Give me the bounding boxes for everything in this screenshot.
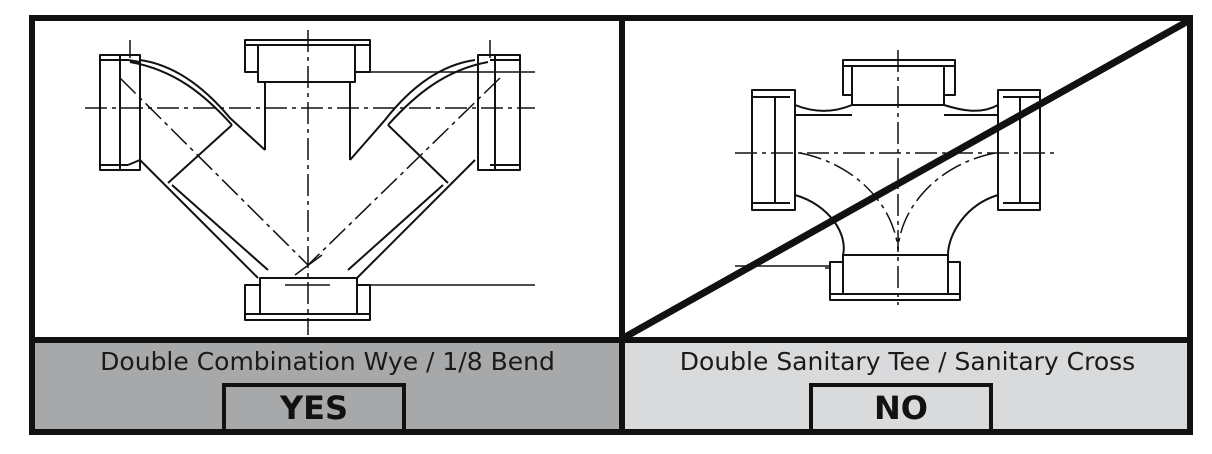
right-caption: Double Sanitary Tee / Sanitary Cross <box>679 347 1136 376</box>
wye-centerlines <box>85 30 535 335</box>
double-sanitary-tee-drawing <box>751 59 1041 301</box>
tee-centerlines <box>735 50 1058 305</box>
outer-frame <box>29 15 1193 435</box>
yes-label: YES <box>279 389 349 427</box>
double-combination-wye-drawing <box>99 39 521 321</box>
left-caption: Double Combination Wye / 1/8 Bend <box>100 347 555 376</box>
no-strike-diagonal <box>623 16 1192 341</box>
no-label: NO <box>874 389 928 427</box>
wye-extension-lines <box>129 40 535 286</box>
